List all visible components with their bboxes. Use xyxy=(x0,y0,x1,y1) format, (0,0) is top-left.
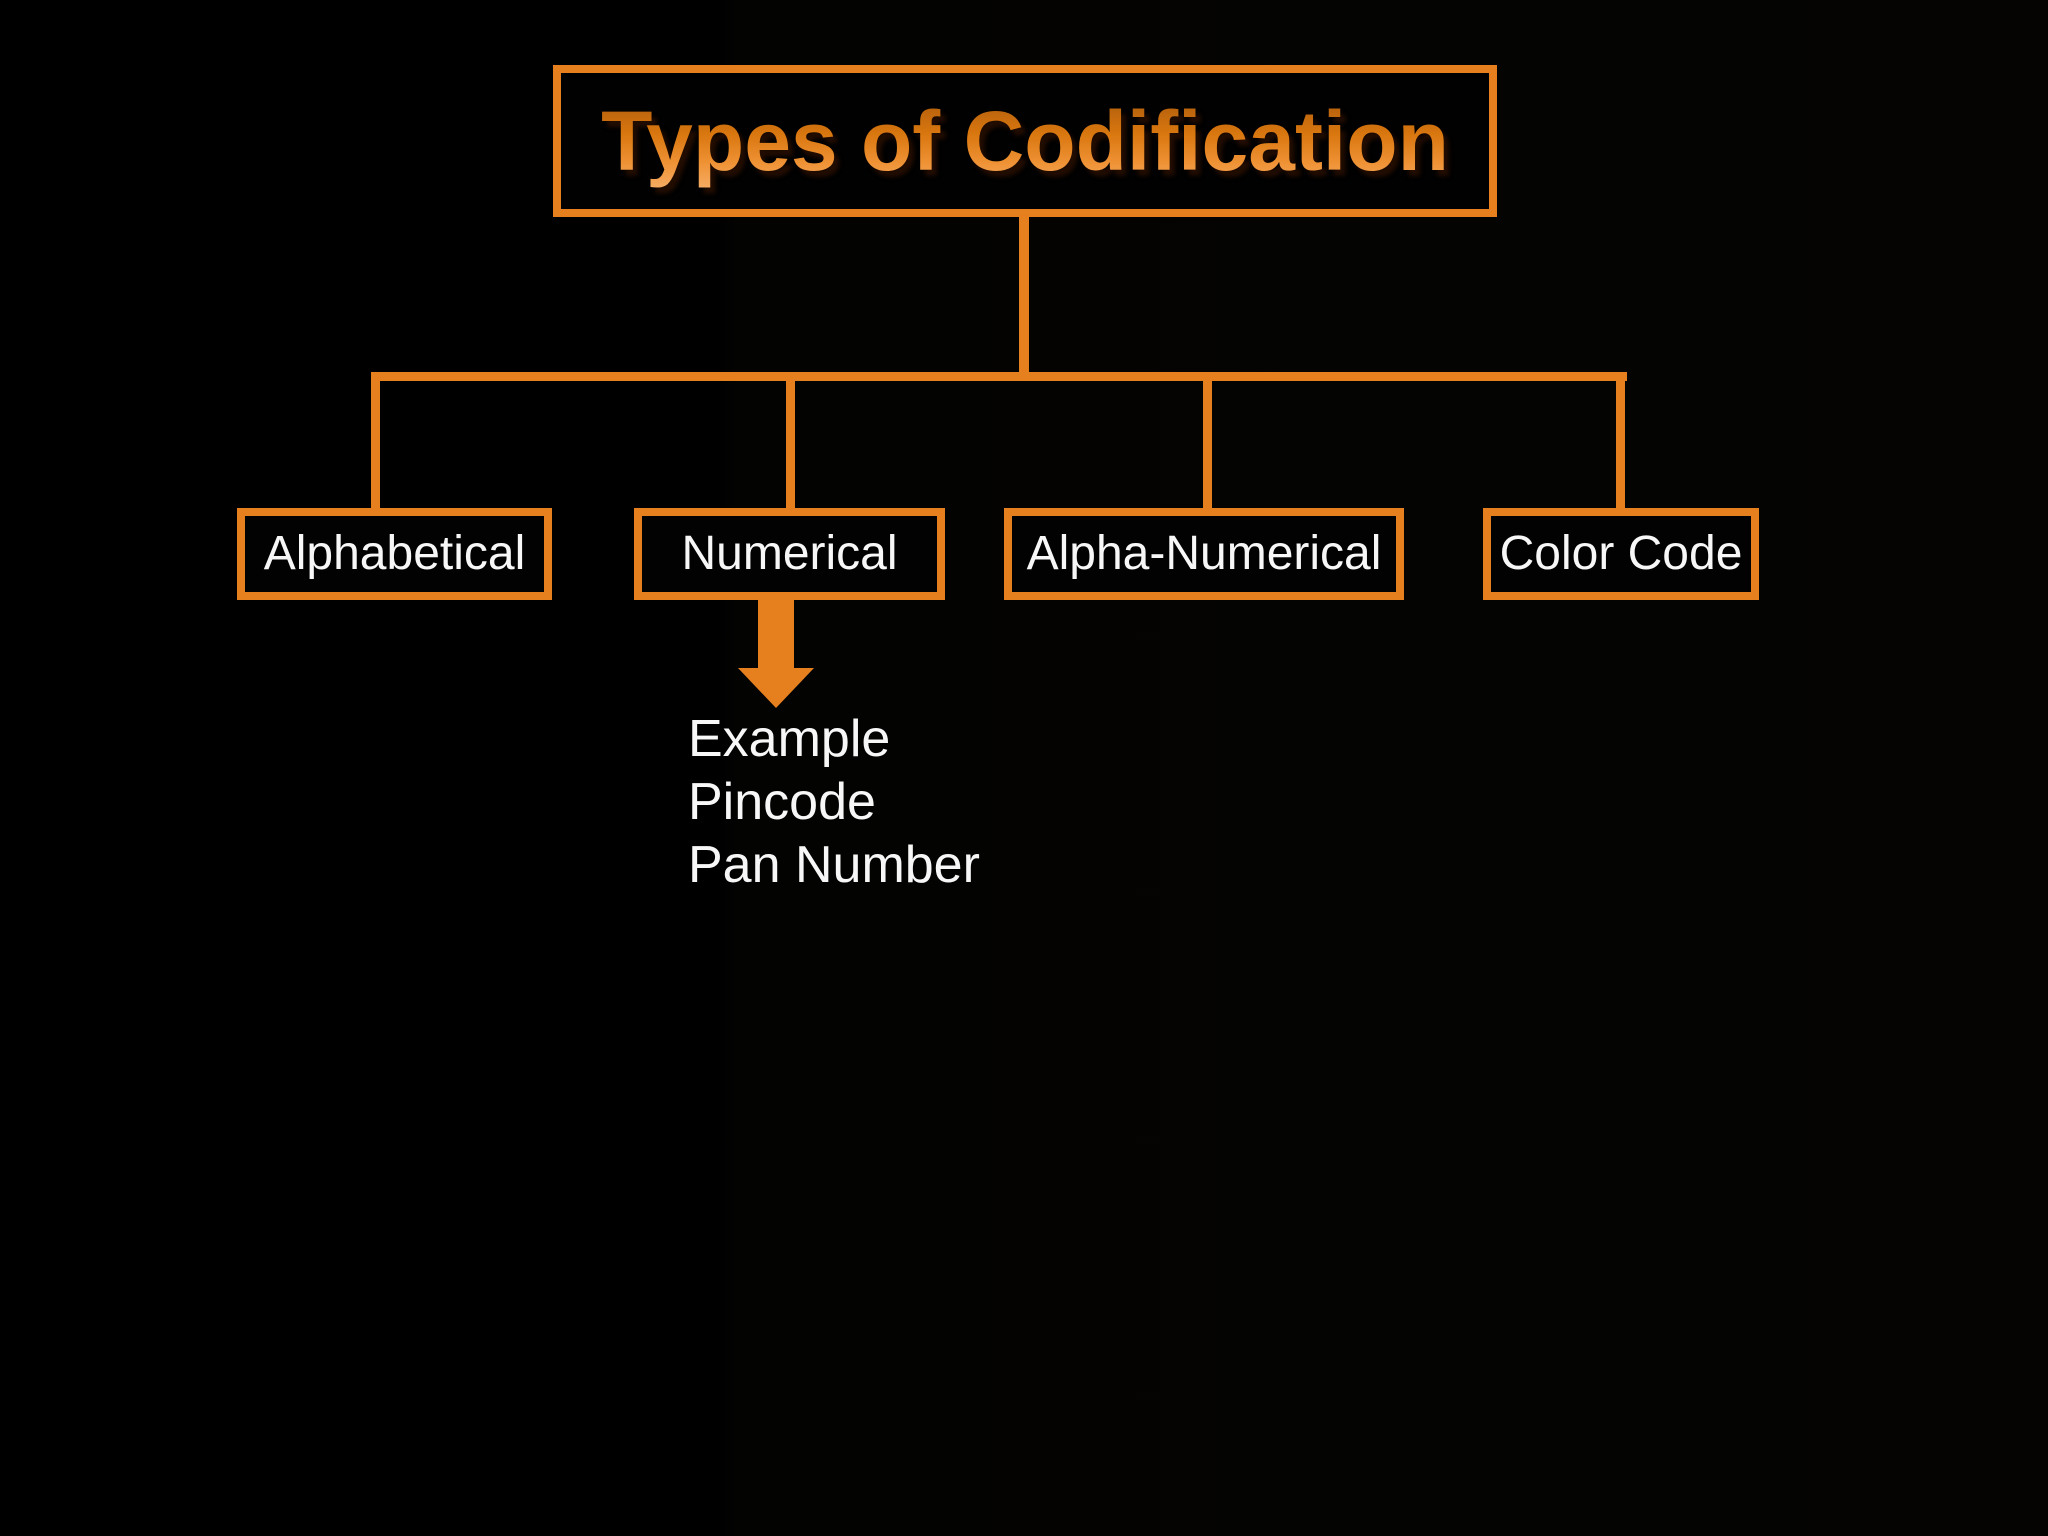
node-alphabetical: Alphabetical xyxy=(237,508,552,600)
example-text-block: Example Pincode Pan Number xyxy=(688,708,980,897)
connector-drop-color-code xyxy=(1616,372,1625,512)
node-numerical: Numerical xyxy=(634,508,945,600)
page-title: Types of Codification xyxy=(601,93,1449,188)
node-color-code-label: Color Code xyxy=(1499,527,1743,580)
title-box: Types of Codification xyxy=(553,65,1497,217)
node-alpha-numerical-label: Alpha-Numerical xyxy=(1026,527,1382,580)
connector-title-stem xyxy=(1019,215,1029,373)
node-color-code: Color Code xyxy=(1483,508,1759,600)
connector-drop-numerical xyxy=(786,372,795,512)
example-line-pan-number: Pan Number xyxy=(688,836,980,894)
connector-bus xyxy=(371,372,1627,381)
node-alpha-numerical: Alpha-Numerical xyxy=(1004,508,1404,600)
example-line-heading: Example xyxy=(688,710,891,768)
down-arrow-icon xyxy=(758,598,794,668)
node-numerical-label: Numerical xyxy=(681,527,898,580)
example-line-pincode: Pincode xyxy=(688,773,876,831)
connector-drop-alpha-numerical xyxy=(1203,372,1212,512)
node-alphabetical-label: Alphabetical xyxy=(263,527,526,580)
down-arrow-head-icon xyxy=(738,668,814,708)
connector-drop-alphabetical xyxy=(371,372,380,512)
